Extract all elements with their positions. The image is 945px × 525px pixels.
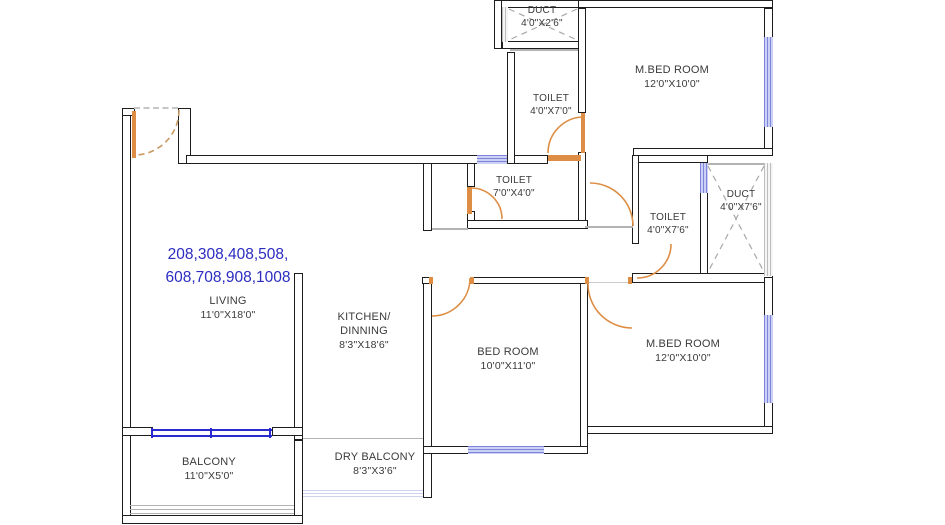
sliding-window-tick (210, 428, 212, 438)
window (764, 315, 773, 403)
room-label-toilet-top: TOILET 4'0"X7'0" (530, 93, 572, 117)
room-label-balcony: BALCONY 11'0"X5'0" (182, 456, 236, 482)
door-panel (581, 113, 585, 153)
door-hinge-accent (429, 277, 433, 284)
wall (587, 426, 773, 434)
wall (186, 155, 548, 164)
room-label-toilet-mid: TOILET 7'0"X4'0" (493, 175, 535, 199)
balcony-railing-line (130, 505, 294, 506)
window (764, 37, 773, 127)
door-hinge-accent (628, 277, 632, 284)
room-label-duct-top: DUCT 4'0"X2'6" (521, 5, 563, 29)
threshold-line (587, 282, 632, 283)
duct-hatch (764, 163, 773, 276)
wall (507, 52, 515, 164)
door-hinge-accent (470, 277, 474, 284)
wall (423, 283, 432, 498)
door-panel (132, 111, 136, 158)
room-label-duct-right: DUCT 4'0"X7'6" (720, 189, 762, 213)
wall (122, 515, 303, 524)
entrance-threshold-dashed (134, 107, 178, 109)
window (700, 163, 708, 193)
door-arc-entrance (135, 109, 180, 156)
unit-numbers-line2: 608,708,908,1008 (165, 269, 291, 286)
room-label-toilet-right: TOILET 4'0"X7'6" (647, 212, 689, 236)
threshold-line (585, 226, 633, 228)
door-panel (548, 155, 581, 161)
wall (502, 41, 586, 49)
sliding-window-tick (151, 428, 153, 438)
room-label-mbed-top: M.BED ROOM 12'0"X10'0" (634, 64, 710, 90)
room-label-bedroom: BED ROOM 10'0"X11'0" (477, 346, 539, 372)
door-panel (467, 187, 472, 214)
door-hinge-accent (585, 277, 589, 284)
wall (578, 0, 773, 8)
duct-hatch (502, 7, 508, 42)
balcony-railing-line (130, 509, 294, 510)
wall-thin-line (708, 163, 765, 165)
wall (494, 0, 502, 49)
wall (423, 163, 432, 231)
balcony-railing-line (130, 513, 294, 514)
wall (272, 427, 303, 436)
room-label-dry-balcony: DRY BALCONY 8'3"X3'6" (334, 451, 416, 477)
unit-numbers-line1: 208,308,408,508, (167, 246, 289, 263)
dry-balcony-grill (303, 490, 423, 498)
sliding-window-tick (269, 428, 271, 438)
wall (578, 8, 586, 113)
wall (467, 220, 588, 229)
dry-balcony-top-line (303, 438, 423, 439)
wall (473, 277, 587, 284)
room-label-living: LIVING 11'0"X18'0" (200, 295, 256, 321)
room-label-kitchen: KITCHEN/ DINNING 8'3"X18'6" (337, 311, 391, 351)
wall (632, 155, 708, 163)
unit-numbers: 208,308,408,508, 608,708,908,1008 (118, 243, 338, 289)
window (477, 155, 507, 164)
door-arc-toilet-top (547, 116, 585, 154)
wall (632, 273, 773, 283)
room-label-mbed-bottom: M.BED ROOM 12'0"X10'0" (645, 338, 721, 364)
threshold-line (432, 228, 468, 230)
wall-thin-line (510, 49, 580, 51)
wall (294, 273, 303, 440)
window (468, 446, 544, 454)
wall (122, 427, 153, 436)
wall (467, 163, 475, 187)
door-arc-mbed-bottom (587, 283, 633, 329)
